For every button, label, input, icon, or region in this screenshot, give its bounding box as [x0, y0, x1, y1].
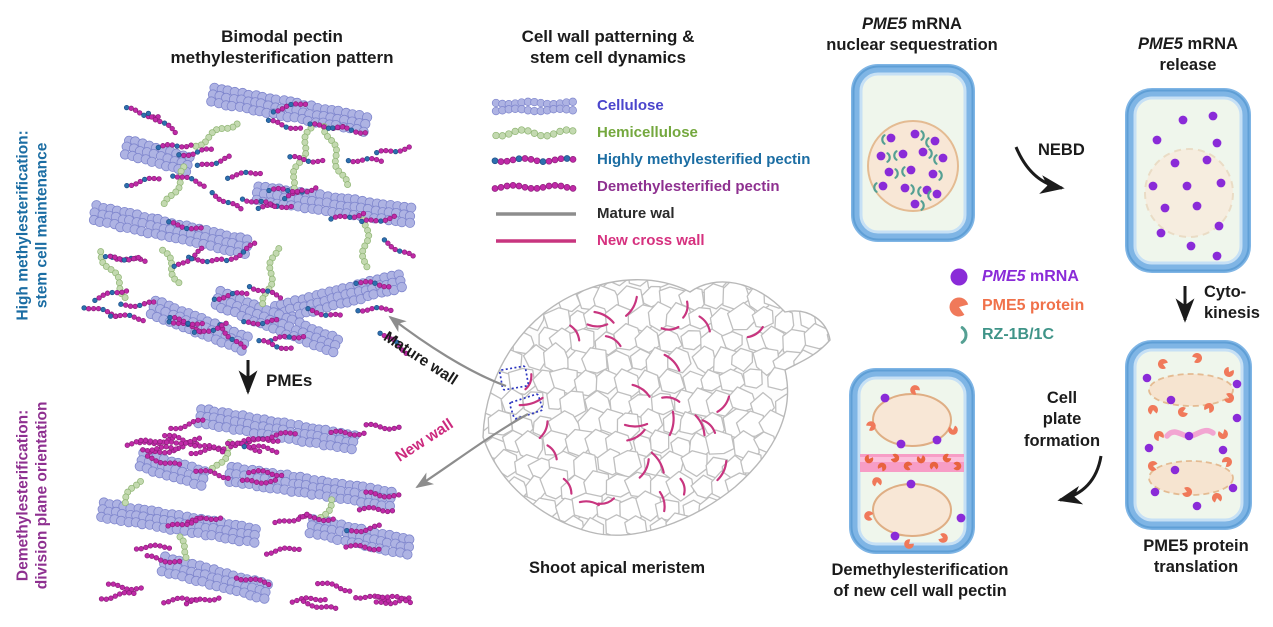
left-panel-title: Bimodal pectin methylesterification patt…: [170, 27, 394, 68]
molecule-legend: PME5 mRNA PME5 protein RZ-1B/1C: [946, 262, 1084, 349]
legend-row-methylesterified-pectin: Highly methylesterified pectin: [488, 146, 810, 173]
demethylesterification-caption: Demethylesterification of new cell wall …: [831, 561, 1009, 601]
legend-row-pme5-protein: PME5 protein: [946, 291, 1084, 320]
shoot-apical-meristem-illustration: [482, 279, 831, 536]
stage-sequestration-title: PME5 mRNA nuclear sequestration: [826, 15, 998, 55]
cell-wall-legend: Cellulose Hemicellulose Highly methylest…: [488, 92, 810, 254]
meristem-caption: Shoot apical meristem: [528, 559, 706, 577]
mrna-dot-icon: [950, 268, 968, 285]
mature-wall-line-icon: [496, 211, 576, 216]
legend-row-rz-1b-1c: RZ-1B/1C: [946, 320, 1084, 349]
demethylesterified-pectin-chain-icon: [491, 181, 577, 192]
side-label-demethylesterification: Demethylesterification: division plane o…: [14, 401, 51, 590]
stage-release-title: PME5 mRNA release: [1138, 35, 1238, 75]
hemicellulose-chain-icon: [492, 125, 577, 139]
legend-row-new-cross-wall: New cross wall: [488, 227, 810, 254]
cell-plate-formation-label: Cell plate formation: [1023, 389, 1101, 450]
translation-caption: PME5 protein translation: [1143, 537, 1249, 577]
rz-arc-icon: [960, 325, 968, 344]
methylesterified-pectin-chain-icon: [491, 154, 577, 165]
cell-mrna-release-illustration: [1125, 88, 1251, 273]
legend-row-demethylesterified-pectin: Demethylesterified pectin: [488, 173, 810, 200]
cytokinesis-label: Cyto- kinesis: [1204, 283, 1260, 323]
legend-row-cellulose: Cellulose: [488, 92, 810, 119]
cell-protein-translation-illustration: [1125, 340, 1252, 530]
protein-pacman-icon: [949, 296, 969, 316]
legend-row-mature-wall: Mature wal: [488, 200, 810, 227]
pme5-mrna-legend-label: PME5 mRNA: [982, 267, 1079, 285]
new-cross-wall-line-icon: [496, 238, 576, 243]
molecular-structure-demethylesterified: [96, 404, 415, 611]
side-label-high-methylesterification: High methylesterification: stem cell mai…: [14, 130, 51, 321]
molecular-structure-high-methylesterified: [81, 82, 417, 358]
pmes-label: PMEs: [266, 371, 313, 390]
legend-row-hemicellulose: Hemicellulose: [488, 119, 810, 146]
legend-row-pme5-mrna: PME5 mRNA: [946, 262, 1084, 291]
nebd-label: NEBD: [1038, 141, 1085, 159]
cell-nuclear-sequestration-illustration: [851, 64, 975, 242]
cell-demethylesterification-illustration: [849, 368, 975, 554]
cellulose-chain-icon: [491, 97, 577, 115]
middle-panel-title: Cell wall patterning & stem cell dynamic…: [521, 27, 695, 68]
